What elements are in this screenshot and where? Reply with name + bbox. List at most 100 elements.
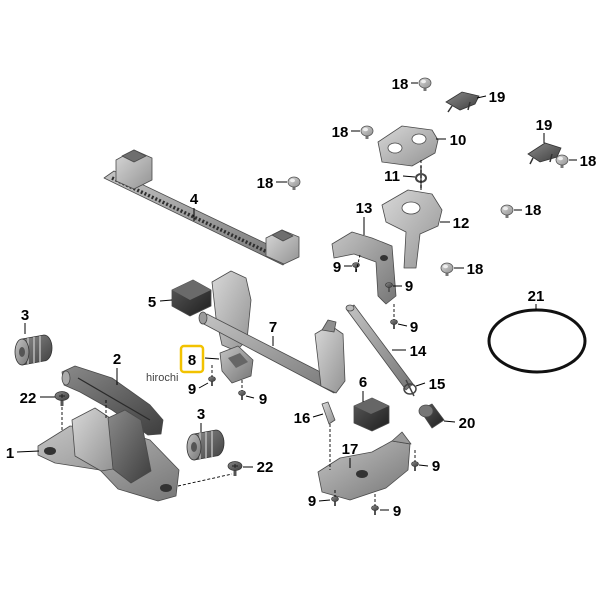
callout-14: 14 [410, 343, 427, 360]
assembly-line [355, 254, 361, 273]
plate-body [377, 125, 439, 167]
callout-22: 22 [257, 459, 274, 476]
part-17-bracket [317, 431, 412, 501]
screw-9-icon [411, 461, 419, 472]
leader-line [204, 357, 220, 360]
bolt-18-icon [555, 154, 569, 169]
bolt-18-icon [500, 204, 514, 219]
part-20-cylinder [418, 403, 445, 429]
callout-12: 12 [453, 215, 470, 232]
callout-18: 18 [467, 261, 484, 278]
callout-19: 19 [536, 117, 553, 134]
callout-21: 21 [528, 288, 545, 305]
callout-1: 1 [6, 445, 14, 462]
screw-9-icon [331, 496, 339, 507]
rod-end [345, 304, 355, 312]
bracket-crossbar-end [198, 311, 208, 325]
leader-line [476, 95, 487, 99]
callout-19: 19 [489, 89, 506, 106]
plate-hole-right [411, 133, 427, 145]
bracket19b-hook [529, 153, 553, 165]
leader-line [443, 420, 456, 423]
base-upright-right [107, 409, 152, 484]
bracket19b-body [527, 142, 562, 163]
cylinder-face [418, 404, 434, 418]
callout-9: 9 [259, 391, 267, 408]
callout-18: 18 [580, 153, 597, 170]
callout-9: 9 [405, 278, 413, 295]
bar-end [61, 370, 71, 386]
callout-13: 13 [356, 200, 373, 217]
callout-11: 11 [384, 168, 400, 185]
callout-16: 16 [294, 410, 311, 427]
part-16-pin [321, 401, 336, 425]
bracket19a-hook [447, 101, 471, 113]
callout-3: 3 [21, 307, 29, 324]
part-3-roller-bottom [186, 429, 225, 461]
rail-teeth [111, 176, 283, 261]
bar-groove [77, 377, 151, 421]
part-10-plate [377, 125, 439, 167]
part-12-plate [381, 189, 443, 269]
clip-face [228, 353, 248, 368]
callout-labels: 18 19 18 10 19 18 4 18 11 13 12 18 9 18 … [6, 76, 597, 520]
screw-9-icon [390, 319, 398, 330]
screw-9-icon [238, 390, 246, 401]
leader-line [159, 299, 173, 302]
callout-2: 2 [113, 351, 121, 368]
plate-hole-left [387, 142, 403, 154]
part-13-bracket [331, 231, 397, 305]
part-4-rail [103, 149, 300, 266]
callout-22: 22 [20, 390, 37, 407]
leader-line [397, 323, 408, 327]
leader-line [198, 382, 209, 389]
callout-4: 4 [190, 191, 199, 208]
callout-18: 18 [332, 124, 349, 141]
leader-line [318, 499, 331, 502]
callout-20: 20 [459, 415, 476, 432]
callout-9: 9 [333, 259, 341, 276]
part-1-base [37, 407, 180, 502]
module-top [172, 280, 211, 300]
clip15-stem [405, 379, 415, 397]
bracket13-body [331, 231, 397, 305]
rail-right-block-top [271, 229, 294, 242]
screw-22-icon [227, 461, 243, 477]
callout-18: 18 [525, 202, 542, 219]
module6-top [354, 398, 389, 414]
bracket13-hole [380, 255, 388, 261]
rail-left-block-top [121, 149, 147, 163]
leader-line [415, 382, 426, 387]
callout-9: 9 [432, 458, 440, 475]
leader-line [16, 450, 40, 453]
leader-line [418, 464, 429, 467]
rod-body [346, 304, 414, 391]
leader-line [312, 413, 324, 418]
highlight-box [179, 344, 205, 374]
assembly-line [177, 473, 233, 487]
part-15-clip [403, 379, 417, 397]
callout-18: 18 [257, 175, 274, 192]
callout-18: 18 [392, 76, 409, 93]
callout-5: 5 [148, 294, 156, 311]
screw-9-icon [371, 505, 379, 516]
part-3-roller-top [14, 334, 53, 366]
callout-6: 6 [359, 374, 367, 391]
callout-10: 10 [450, 132, 467, 149]
watermark: hirochi [146, 372, 178, 384]
plate12-hole [401, 201, 421, 215]
leader-line [402, 175, 416, 178]
bolt-18-icon [418, 77, 432, 92]
clip15-loop [403, 383, 417, 395]
bolt-18-icon [440, 262, 454, 277]
part-14-rod [345, 304, 414, 391]
part-19-bracket-right [527, 142, 562, 165]
screw-9-icon [208, 376, 216, 387]
callout-9: 9 [188, 381, 196, 398]
part-8-clip [219, 345, 254, 384]
callout-9: 9 [410, 319, 418, 336]
highlighted-callout: 8 [179, 344, 205, 374]
part-6-module [353, 397, 390, 432]
bolt-18-icon [360, 125, 374, 140]
callout-9: 9 [393, 503, 401, 520]
